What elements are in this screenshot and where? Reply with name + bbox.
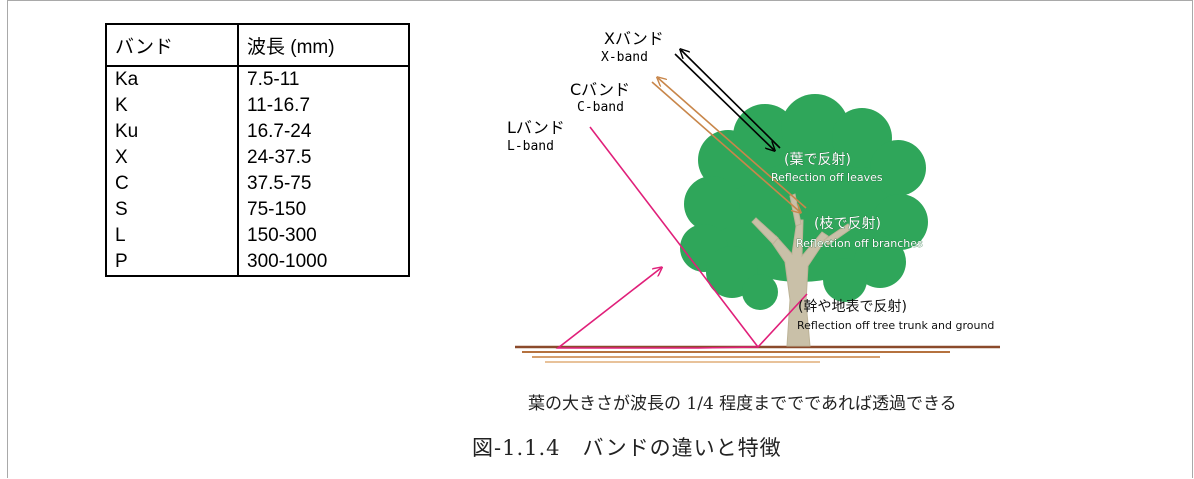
l-band-label-en: L-band: [507, 139, 554, 154]
penetration-note: 葉の大きさが波長の 1/4 程度まででであれば透過できる: [528, 394, 957, 414]
band-wavelength: 11-16.7: [247, 95, 311, 116]
c-band-arrows: [651, 78, 807, 212]
tree-trunk: [751, 193, 852, 347]
trunk-reflection-en: Reflection off tree trunk and ground: [797, 319, 994, 332]
trunk-reflection-jp: (幹や地表で反射): [798, 298, 907, 315]
band-name: X: [106, 145, 239, 171]
leaves-reflection-jp: (葉で反射): [784, 152, 851, 168]
branches-reflection-en: Reflection off branches: [796, 237, 923, 250]
band-wavelength: 24-37.5: [247, 147, 312, 168]
x-band-label-en: X-band: [601, 50, 648, 65]
l-band-label-jp: Lバンド: [507, 118, 565, 137]
l-band-arrows: [555, 126, 808, 349]
band-name: S: [106, 197, 239, 223]
table-row: X 24-37.5: [106, 145, 409, 171]
table-row: L 150-300: [106, 223, 409, 249]
leaves-reflection-en: Reflection off leaves: [771, 171, 883, 184]
band-name: Ku: [106, 119, 239, 145]
x-band-arrows: [674, 50, 781, 150]
c-band-label-jp: Cバンド: [570, 80, 630, 99]
table-row: K 11-16.7: [106, 93, 409, 119]
band-name: L: [106, 223, 239, 249]
figure-frame: [7, 0, 1193, 478]
table-row: C 37.5-75: [106, 171, 409, 197]
band-name: P: [106, 249, 239, 276]
table-header-row: バンド 波長 (mm): [106, 24, 409, 67]
figure-caption: 図-1.1.4 バンドの違いと特徴: [472, 436, 782, 460]
c-band-label-en: C-band: [577, 100, 624, 115]
band-name: K: [106, 93, 239, 119]
table-row: P 300-1000: [106, 249, 409, 276]
band-wavelength: 300-1000: [247, 251, 328, 272]
table-row: S 75-150: [106, 197, 409, 223]
table-row: Ku 16.7-24: [106, 119, 409, 145]
band-name: Ka: [106, 66, 239, 93]
x-band-label-jp: Xバンド: [604, 29, 664, 48]
band-wavelength: 150-300: [247, 225, 317, 246]
band-wavelength: 75-150: [247, 199, 307, 220]
band-wavelength: 7.5-11: [247, 69, 300, 90]
table-row: Ka 7.5-11: [106, 66, 409, 93]
ground: [515, 345, 1000, 363]
header-band: バンド: [106, 24, 239, 67]
band-name: C: [106, 171, 239, 197]
branches-reflection-jp: (枝で反射): [814, 216, 881, 232]
header-wavelength: 波長 (mm): [238, 24, 409, 67]
band-wavelength: 16.7-24: [247, 121, 312, 142]
band-wavelength: 37.5-75: [247, 173, 312, 194]
